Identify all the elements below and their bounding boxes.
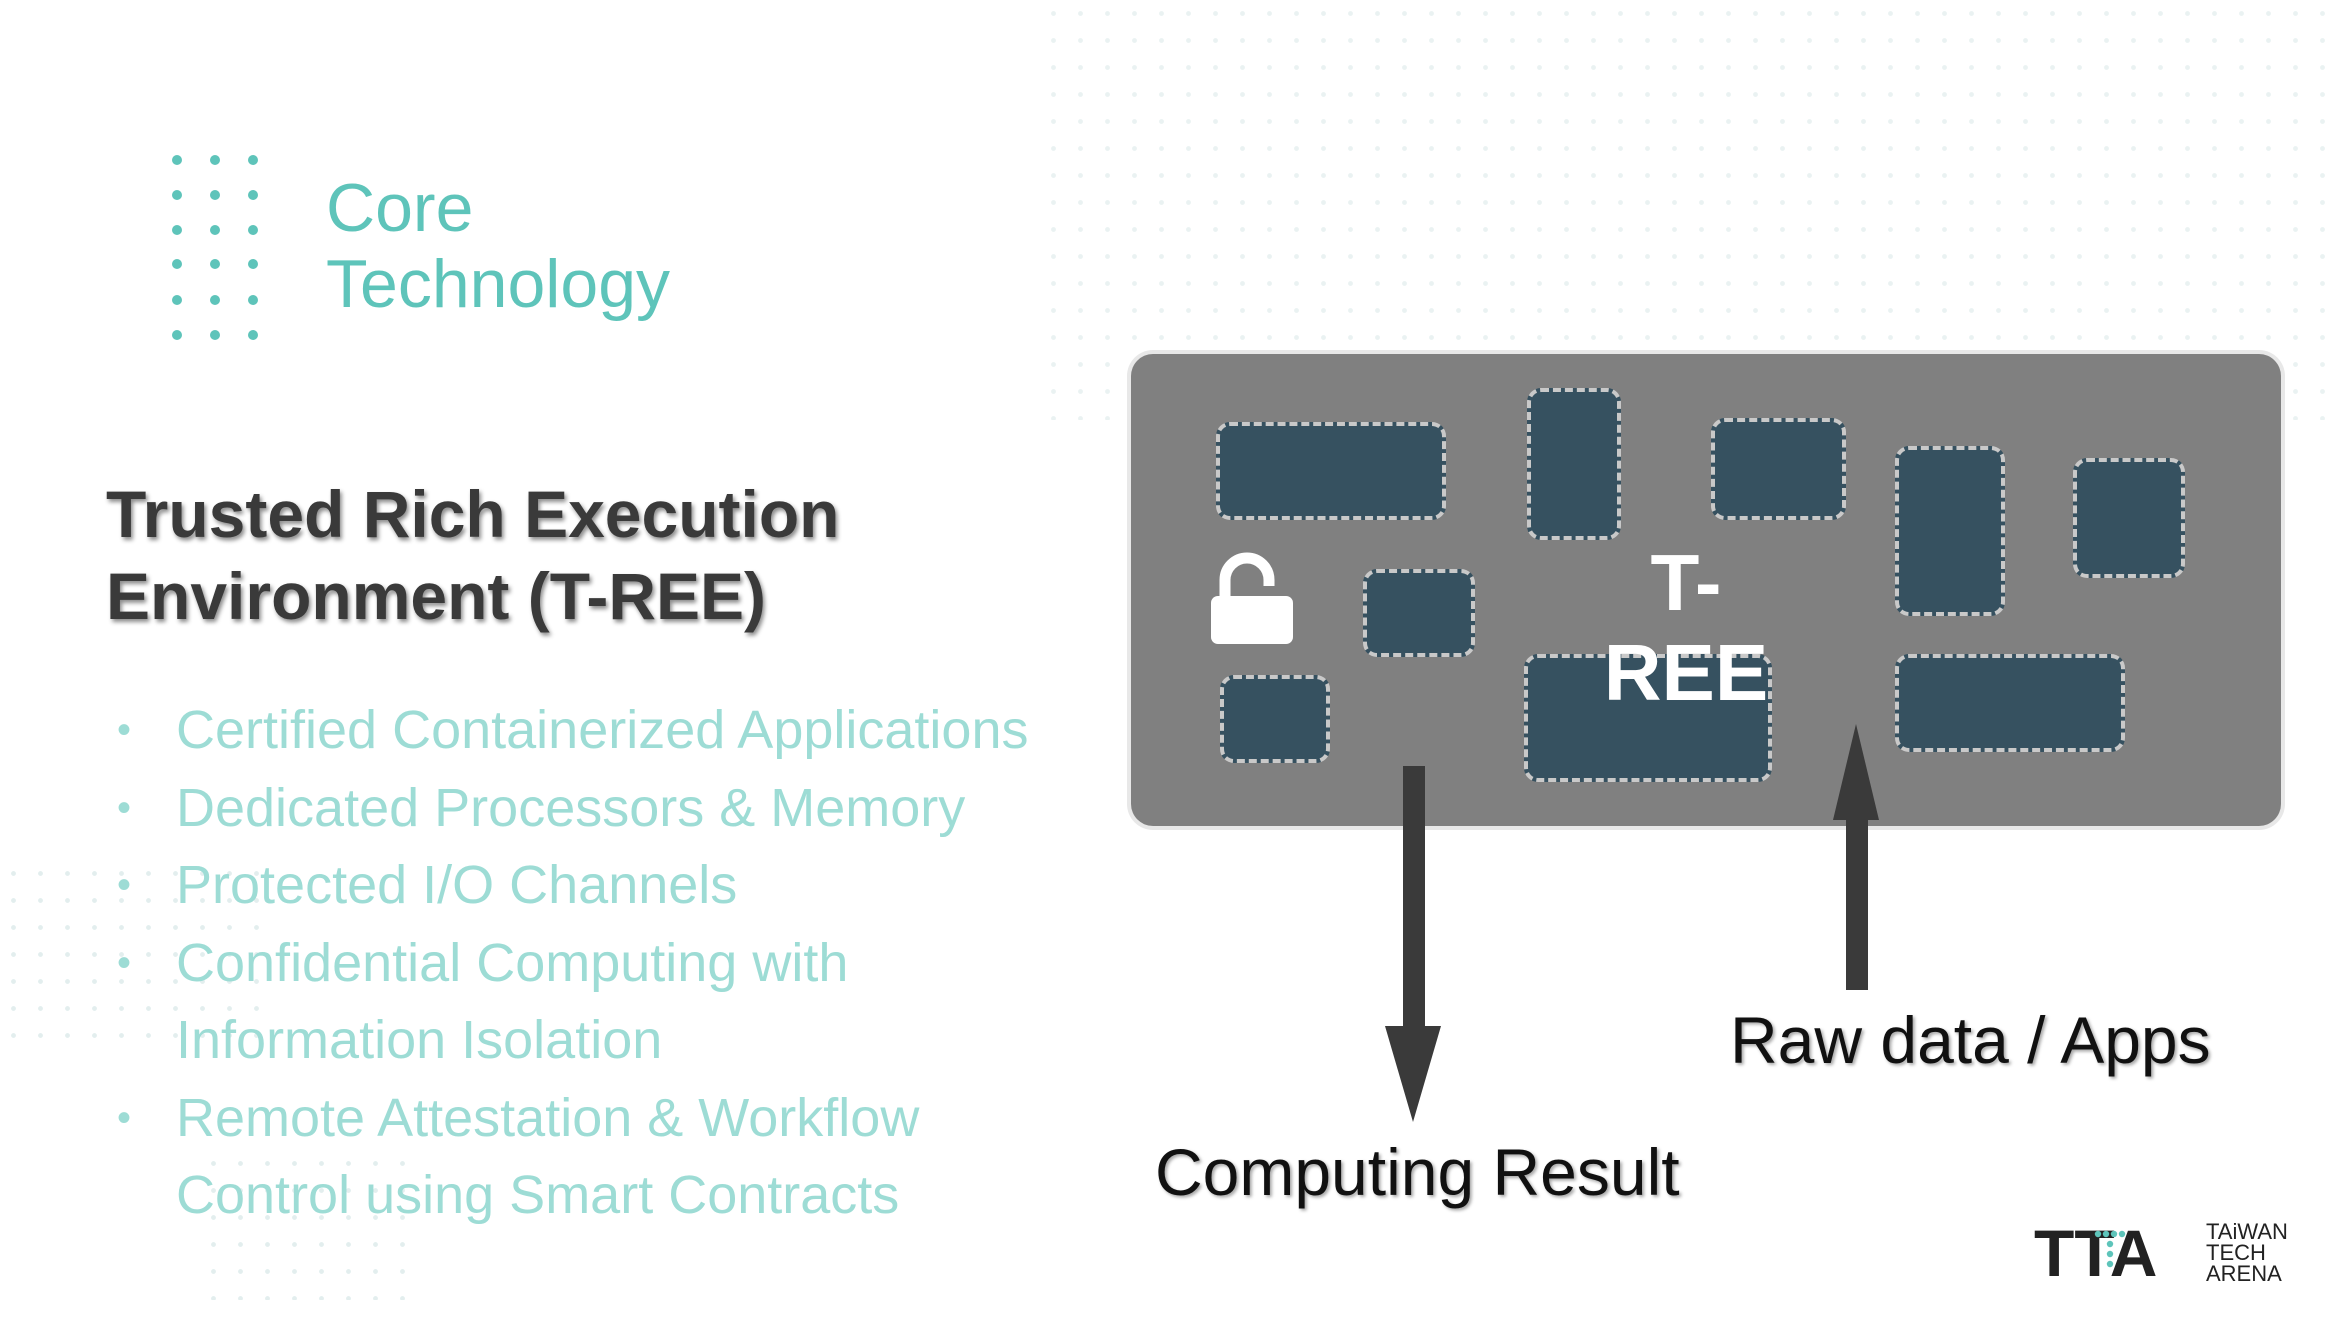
- dot-pattern-top-right: [1040, 0, 2340, 420]
- dot-pattern-left: [0, 860, 280, 1060]
- bullet-icon: •: [117, 708, 132, 752]
- up-arrow-icon: [1833, 724, 1879, 990]
- dot-pattern-bottom-left: [200, 1150, 410, 1300]
- bullet-icon: •: [117, 863, 132, 907]
- dot-grid-icon: [172, 155, 258, 340]
- input-label: Raw data / Apps: [1730, 1003, 2211, 1077]
- section-title-line2: Technology: [326, 246, 671, 322]
- container-block: [1895, 446, 2005, 616]
- page-heading-line1: Trusted Rich Execution: [106, 477, 840, 551]
- container-block: [1895, 654, 2125, 752]
- unlocked-padlock-icon: [1211, 552, 1293, 644]
- bullet-icon: •: [117, 940, 132, 985]
- bullet-icon: •: [117, 1095, 132, 1140]
- page-heading-line2: Environment (T-REE): [106, 559, 767, 633]
- tta-logo-wordmark: TAiWAN TECH ARENA: [2206, 1219, 2288, 1286]
- container-block: [1527, 388, 1621, 540]
- list-item-continuation: Information Isolation: [176, 1010, 663, 1070]
- page-heading: Trusted Rich Execution Environment (T-RE…: [106, 473, 839, 637]
- tree-container-box: T-REE: [1131, 354, 2281, 826]
- list-item: •Confidential Computing with: [110, 925, 1028, 1003]
- svg-text:TTA: TTA: [2034, 1220, 2157, 1280]
- section-title: Core Technology: [326, 170, 670, 322]
- bullet-icon: •: [117, 785, 132, 830]
- tree-label: T-REE: [1603, 538, 1769, 717]
- list-item: •Certified Containerized Applications: [110, 692, 1028, 770]
- tta-logo-mark: TTA: [2034, 1220, 2157, 1280]
- tta-logo: TTA TAiWAN TECH ARENA: [2034, 1218, 2294, 1286]
- container-block: [1363, 569, 1475, 657]
- list-item-continuation: Control using Smart Contracts: [176, 1165, 900, 1225]
- container-block: [1524, 654, 1772, 782]
- list-item: •Dedicated Processors & Memory: [110, 770, 1028, 848]
- down-arrow-icon: [1385, 766, 1441, 1122]
- feature-list: •Certified Containerized Applications •D…: [110, 692, 1028, 1235]
- container-block: [2073, 458, 2185, 578]
- section-title-line1: Core: [326, 170, 474, 246]
- container-block: [1220, 675, 1330, 763]
- container-block: [1216, 422, 1446, 520]
- output-label: Computing Result: [1155, 1135, 1680, 1209]
- list-item: •Remote Attestation & Workflow: [110, 1080, 1028, 1158]
- container-block: [1711, 418, 1846, 520]
- list-item: •Protected I/O Channels: [110, 847, 1028, 925]
